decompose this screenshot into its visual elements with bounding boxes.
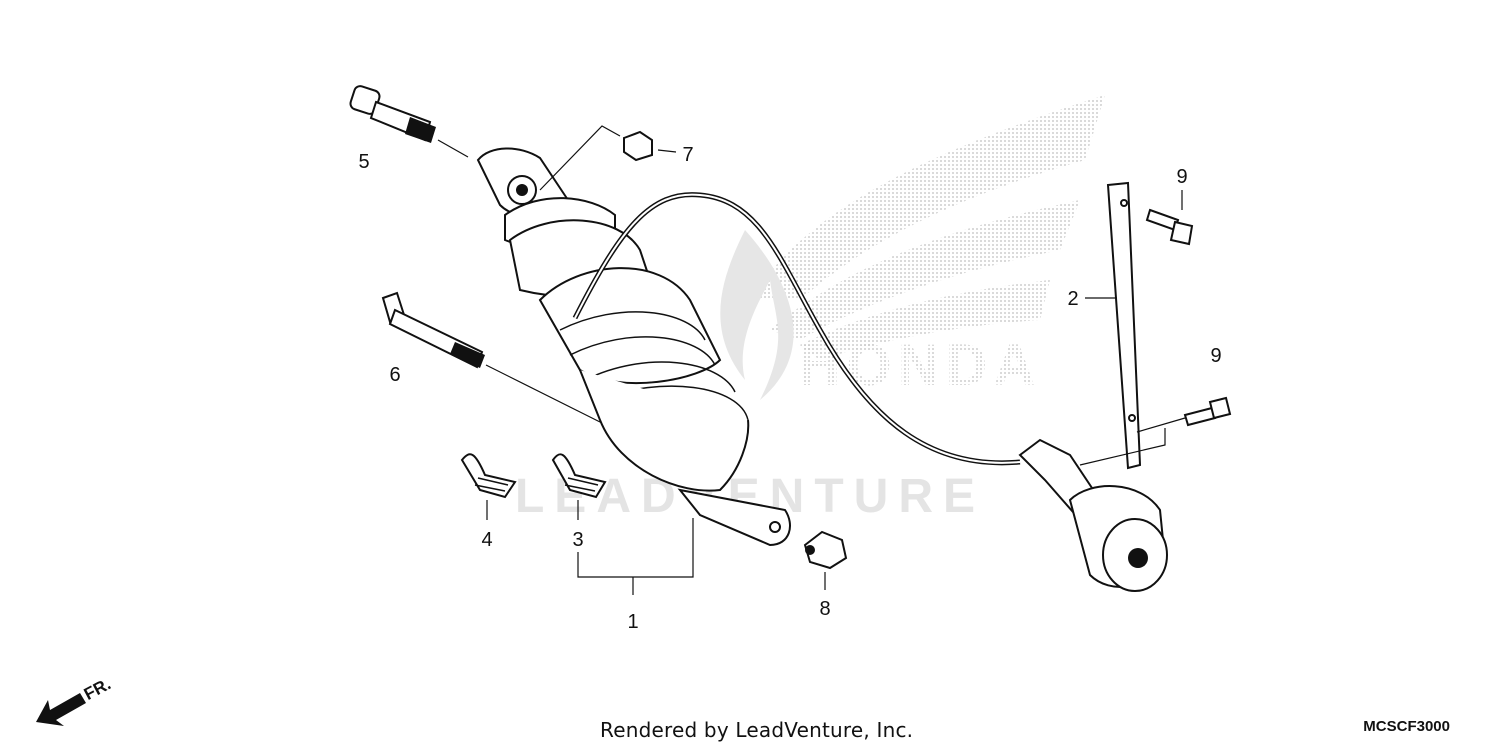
footer-credit: Rendered by LeadVenture, Inc. [600, 718, 914, 742]
upper-nut[interactable] [623, 130, 653, 162]
rear-shock-absorber[interactable] [476, 147, 791, 547]
front-direction-label: FR. [81, 674, 114, 704]
callout-5: 5 [358, 151, 369, 173]
callout-4: 4 [481, 529, 492, 551]
callout-6: 6 [389, 364, 400, 386]
diagram-code: MCSCF3000 [1363, 718, 1450, 735]
callout-8: 8 [819, 598, 830, 620]
leader-line-7 [539, 125, 677, 191]
callout-1: 1 [627, 611, 638, 633]
leader-line-5 [437, 139, 469, 158]
callout-7: 7 [682, 144, 693, 166]
callout-2: 2 [1067, 288, 1078, 310]
callout-9-lower: 9 [1210, 345, 1221, 367]
stay-bolt-upper[interactable] [1145, 208, 1194, 246]
stay-bolt-lower[interactable] [1183, 396, 1232, 427]
leader-line-9b [1079, 417, 1186, 466]
callout-3: 3 [572, 529, 583, 551]
leader-line-1 [577, 518, 694, 595]
front-direction-arrow-icon: FR. [36, 674, 114, 726]
honda-watermark-text: HONDA [799, 333, 1042, 398]
adjuster-stay-bracket[interactable] [1106, 181, 1142, 470]
honda-wing-watermark: HONDA [750, 95, 1105, 398]
preload-adjuster[interactable] [1018, 438, 1168, 592]
spacer-part-4[interactable] [460, 453, 517, 499]
upper-mounting-bolt[interactable] [349, 85, 436, 143]
lower-nut[interactable] [803, 530, 848, 570]
lower-mounting-bolt[interactable] [381, 291, 485, 369]
callout-9-upper: 9 [1176, 166, 1187, 188]
leader-line-6 [485, 364, 613, 429]
spacer-part-3[interactable] [551, 453, 607, 499]
